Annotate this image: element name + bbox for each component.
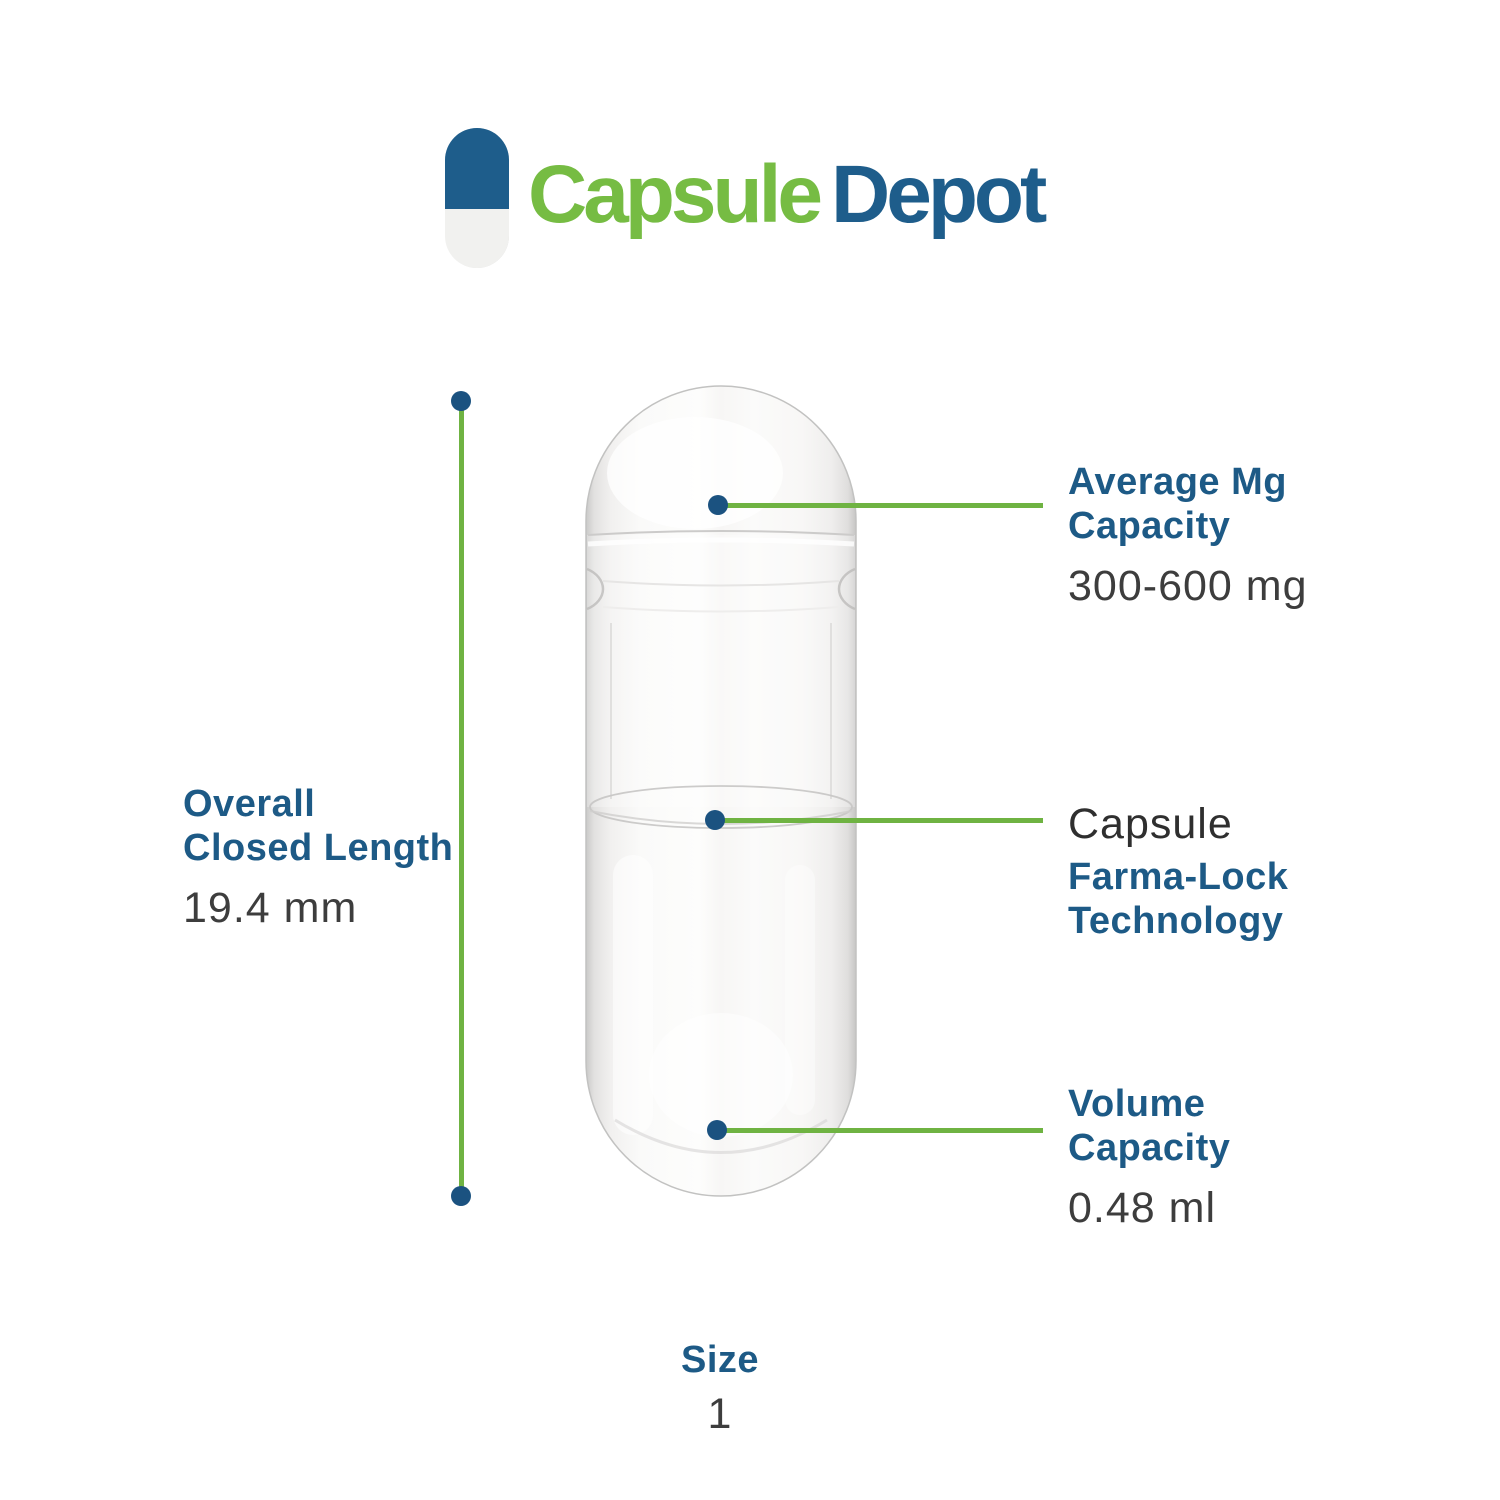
overall-length-title-line2: Closed Length bbox=[183, 827, 454, 870]
connector-line-farma-lock bbox=[715, 818, 1043, 823]
mg-capacity-title-line1: Average Mg bbox=[1068, 461, 1287, 503]
overall-length-title: Overall Closed Length bbox=[183, 782, 453, 870]
farma-lock-title-line1: Farma-Lock bbox=[1068, 856, 1289, 898]
farma-lock-title: Farma-Lock Technology bbox=[1068, 855, 1288, 943]
mg-capacity-title: Average Mg Capacity bbox=[1068, 460, 1308, 548]
overall-length-value: 19.4 mm bbox=[183, 884, 358, 933]
farma-lock-label: Capsule Farma-Lock Technology bbox=[1068, 800, 1288, 943]
capsule-illustration bbox=[585, 385, 857, 1197]
farma-lock-title-line2: Technology bbox=[1068, 900, 1284, 943]
volume-capacity-label: Volume Capacity 0.48 ml bbox=[1068, 1082, 1230, 1233]
dimension-dot-bottom bbox=[451, 1186, 471, 1206]
volume-capacity-value: 0.48 ml bbox=[1068, 1184, 1217, 1233]
size-value: 1 bbox=[707, 1390, 733, 1439]
volume-capacity-title-line2: Capacity bbox=[1068, 1127, 1231, 1170]
mg-capacity-title-line2: Capacity bbox=[1068, 505, 1231, 548]
connector-line-volume bbox=[717, 1128, 1043, 1133]
size-title: Size bbox=[680, 1339, 760, 1381]
anchor-dot-mg-capacity bbox=[708, 495, 728, 515]
brand-name-depot: Depot bbox=[831, 149, 1047, 240]
overall-length-title-line1: Overall bbox=[183, 783, 316, 825]
anchor-dot-farma-lock bbox=[705, 810, 725, 830]
overall-length-label: Overall Closed Length 19.4 mm bbox=[183, 782, 453, 933]
length-dimension-line bbox=[459, 401, 464, 1196]
volume-capacity-title-line1: Volume bbox=[1068, 1083, 1206, 1125]
capsule-logo-cap bbox=[445, 128, 509, 210]
mg-capacity-value: 300-600 mg bbox=[1068, 562, 1308, 611]
brand-name-capsule: Capsule bbox=[528, 149, 823, 240]
farma-lock-prefix: Capsule bbox=[1068, 800, 1233, 848]
dimension-dot-top bbox=[451, 391, 471, 411]
volume-capacity-title: Volume Capacity bbox=[1068, 1082, 1230, 1170]
mg-capacity-label: Average Mg Capacity 300-600 mg bbox=[1068, 460, 1308, 611]
capsule-logo-body bbox=[445, 209, 509, 268]
capsule-logo-icon bbox=[445, 128, 509, 268]
size-label: Size 1 bbox=[520, 1338, 920, 1439]
anchor-dot-volume bbox=[707, 1120, 727, 1140]
connector-line-mg-capacity bbox=[718, 503, 1043, 508]
